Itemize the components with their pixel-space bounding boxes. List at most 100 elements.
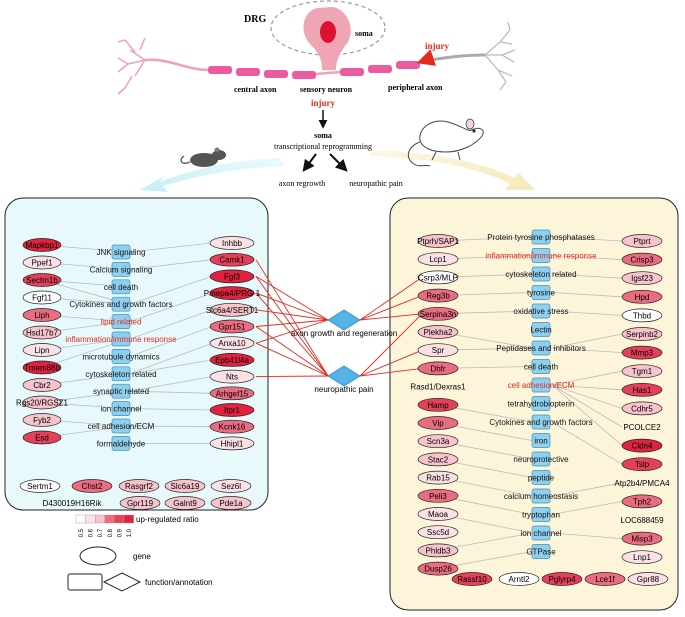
gene-csrp3-mlp: Csrp3/MLP bbox=[417, 270, 459, 285]
function-inflammation-immune-response: inflammation/immune response bbox=[65, 331, 177, 347]
gene-label: Hamp bbox=[427, 401, 449, 410]
peripheral-axon-label: peripheral axon bbox=[388, 83, 443, 92]
gene-gpr119: Gpr119 bbox=[119, 496, 161, 510]
gene-dusp26: Dusp26 bbox=[417, 561, 459, 576]
gene-liph: Liph bbox=[22, 308, 62, 322]
gene-lcp1: Lcp1 bbox=[417, 252, 459, 267]
central-axon-line bbox=[144, 58, 211, 72]
gene-nts: Nts bbox=[209, 369, 255, 384]
gene-cldn4: Cldn4 bbox=[621, 438, 663, 453]
gene-label: PCOLCE2 bbox=[623, 423, 661, 432]
function-label: cell adhesion/ECM bbox=[508, 381, 575, 390]
annotation-edge bbox=[551, 532, 623, 539]
peripheral-terminals bbox=[484, 21, 516, 91]
function-peptide: peptide bbox=[528, 470, 555, 485]
hub-axon-regeneration: axon growth and regeneration bbox=[291, 309, 397, 338]
gene-label: Rasgrf2 bbox=[125, 482, 154, 491]
hub-edge bbox=[255, 319, 329, 344]
function-calcium-homeostasis: calcium homeostasis bbox=[504, 488, 578, 504]
hub-edge bbox=[359, 313, 423, 377]
gene-label: Cdhr5 bbox=[631, 404, 653, 413]
gene-label: Dhfr bbox=[430, 364, 445, 373]
gene-tgm1: Tgm1 bbox=[621, 364, 663, 379]
gene-lnp1: Lnp1 bbox=[621, 550, 663, 565]
gene-vip: Vip bbox=[417, 416, 459, 430]
nucleus bbox=[320, 21, 336, 43]
function-synaptic-related: synaptic related bbox=[93, 383, 149, 399]
gene-label: Dusp26 bbox=[424, 565, 452, 574]
gene-kcnk16: Kcnk16 bbox=[209, 419, 255, 434]
node-layer: Mapkbp1Ppef1Sectm1bFgf11LiphHsd17b7LipnT… bbox=[16, 229, 670, 586]
injury-mid-label: injury bbox=[311, 98, 336, 108]
function-cell-death: cell death bbox=[104, 279, 138, 295]
gene-label: Mmp3 bbox=[631, 349, 654, 358]
reprogramming-label: transcriptional reprogramming bbox=[274, 142, 372, 151]
gene-mmp3: Mmp3 bbox=[621, 345, 663, 360]
gene-label: Pde1a bbox=[219, 499, 243, 508]
sensory-neuron-label: sensory neuron bbox=[300, 85, 353, 94]
gene-hhipl1: Hhipl1 bbox=[209, 436, 255, 451]
scale-tick: 0.7 bbox=[98, 528, 104, 537]
function-jnk-signaling: JNK signaling bbox=[97, 244, 145, 260]
gene-tph2: Tph2 bbox=[621, 494, 663, 509]
annotation-edge bbox=[551, 255, 623, 260]
gene-has1: Has1 bbox=[621, 382, 663, 397]
gene-ppef1: Ppef1 bbox=[22, 255, 62, 270]
gene-label: Plekha2 bbox=[424, 328, 453, 337]
gene-maoa: Maoa bbox=[417, 507, 459, 521]
gene-label: Liph bbox=[34, 311, 49, 320]
gene-itpr1: Itpr1 bbox=[209, 403, 255, 417]
function-label: formaldehyde bbox=[97, 439, 146, 448]
function-label: cytoskeleton related bbox=[85, 370, 156, 379]
gene-label: Lnp1 bbox=[633, 553, 651, 562]
function-label: oxidative stress bbox=[513, 307, 568, 316]
hub-edge bbox=[255, 292, 329, 321]
gene-anxa10: Anxa10 bbox=[209, 336, 255, 351]
legend-gene-label: gene bbox=[133, 552, 151, 561]
gene-ssc5d: Ssc5d bbox=[417, 525, 459, 540]
gene-label: Igsf23 bbox=[631, 274, 653, 283]
annotation-edge bbox=[551, 384, 623, 428]
function-label: neuroprotective bbox=[513, 455, 569, 464]
gene-atp2b4-pmca4: Atp2b4/PMCA4 bbox=[614, 479, 670, 488]
gene-label: Anxa10 bbox=[218, 339, 246, 348]
gene-serpina3n: Serpina3n bbox=[417, 306, 459, 321]
gene-label: Rassf10 bbox=[457, 575, 487, 584]
function-tyrosine: tyrosine bbox=[527, 285, 556, 300]
gene-plekha2: Plekha2 bbox=[417, 325, 459, 339]
annotation-edge bbox=[129, 359, 213, 375]
function-cell-death: cell death bbox=[524, 359, 558, 374]
gene-label: Sectm1b bbox=[26, 276, 58, 285]
annotation-edge bbox=[551, 236, 623, 242]
gene-label: Epb41l4a bbox=[215, 356, 249, 365]
gene-label: Csrp3/MLP bbox=[418, 273, 458, 282]
gene-chst2: Chst2 bbox=[71, 479, 113, 493]
hub-edge bbox=[359, 349, 423, 377]
function-cytokines-and-growth-factors: Cytokines and growth factors bbox=[489, 414, 593, 430]
annotation-edge bbox=[129, 390, 213, 394]
gene-sez6l: Sez6l bbox=[210, 479, 252, 493]
gene-rasd1-dexras1: Rasd1/Dexras1 bbox=[410, 383, 466, 392]
gene-label: Ptprh/SAP1 bbox=[417, 237, 459, 246]
function-label: Lectin bbox=[530, 326, 551, 335]
gene-label: Fgf3 bbox=[224, 272, 241, 281]
function-label: synaptic related bbox=[93, 387, 149, 396]
gene-label: Hhipl1 bbox=[221, 439, 244, 448]
gene-label: Cldn4 bbox=[632, 442, 653, 451]
function-label: Protein tyrosine phosphatases bbox=[487, 233, 595, 242]
gene-label: Hpd bbox=[635, 293, 650, 302]
function-calcium-signaling: Calcium signaling bbox=[90, 262, 152, 277]
gene-label: Rab15 bbox=[426, 474, 450, 483]
function-cell-adhesion-ecm: cell adhesion/ECM bbox=[88, 418, 155, 434]
neuron-schematic: DRG soma injury central axon sensory neu… bbox=[117, 0, 516, 95]
hub-edge bbox=[255, 375, 329, 378]
gene-tslp: Tslp bbox=[621, 457, 663, 472]
gene-hpd: Hpd bbox=[621, 289, 663, 304]
gene-label: Serpina3n bbox=[420, 310, 456, 319]
right-gradient-arrow bbox=[370, 150, 535, 190]
annotation-edge bbox=[551, 384, 623, 391]
function-label: GTPase bbox=[526, 548, 556, 557]
gene-label: Fyb2 bbox=[33, 416, 51, 425]
gene-hsd17b7: Hsd17b7 bbox=[22, 325, 62, 340]
